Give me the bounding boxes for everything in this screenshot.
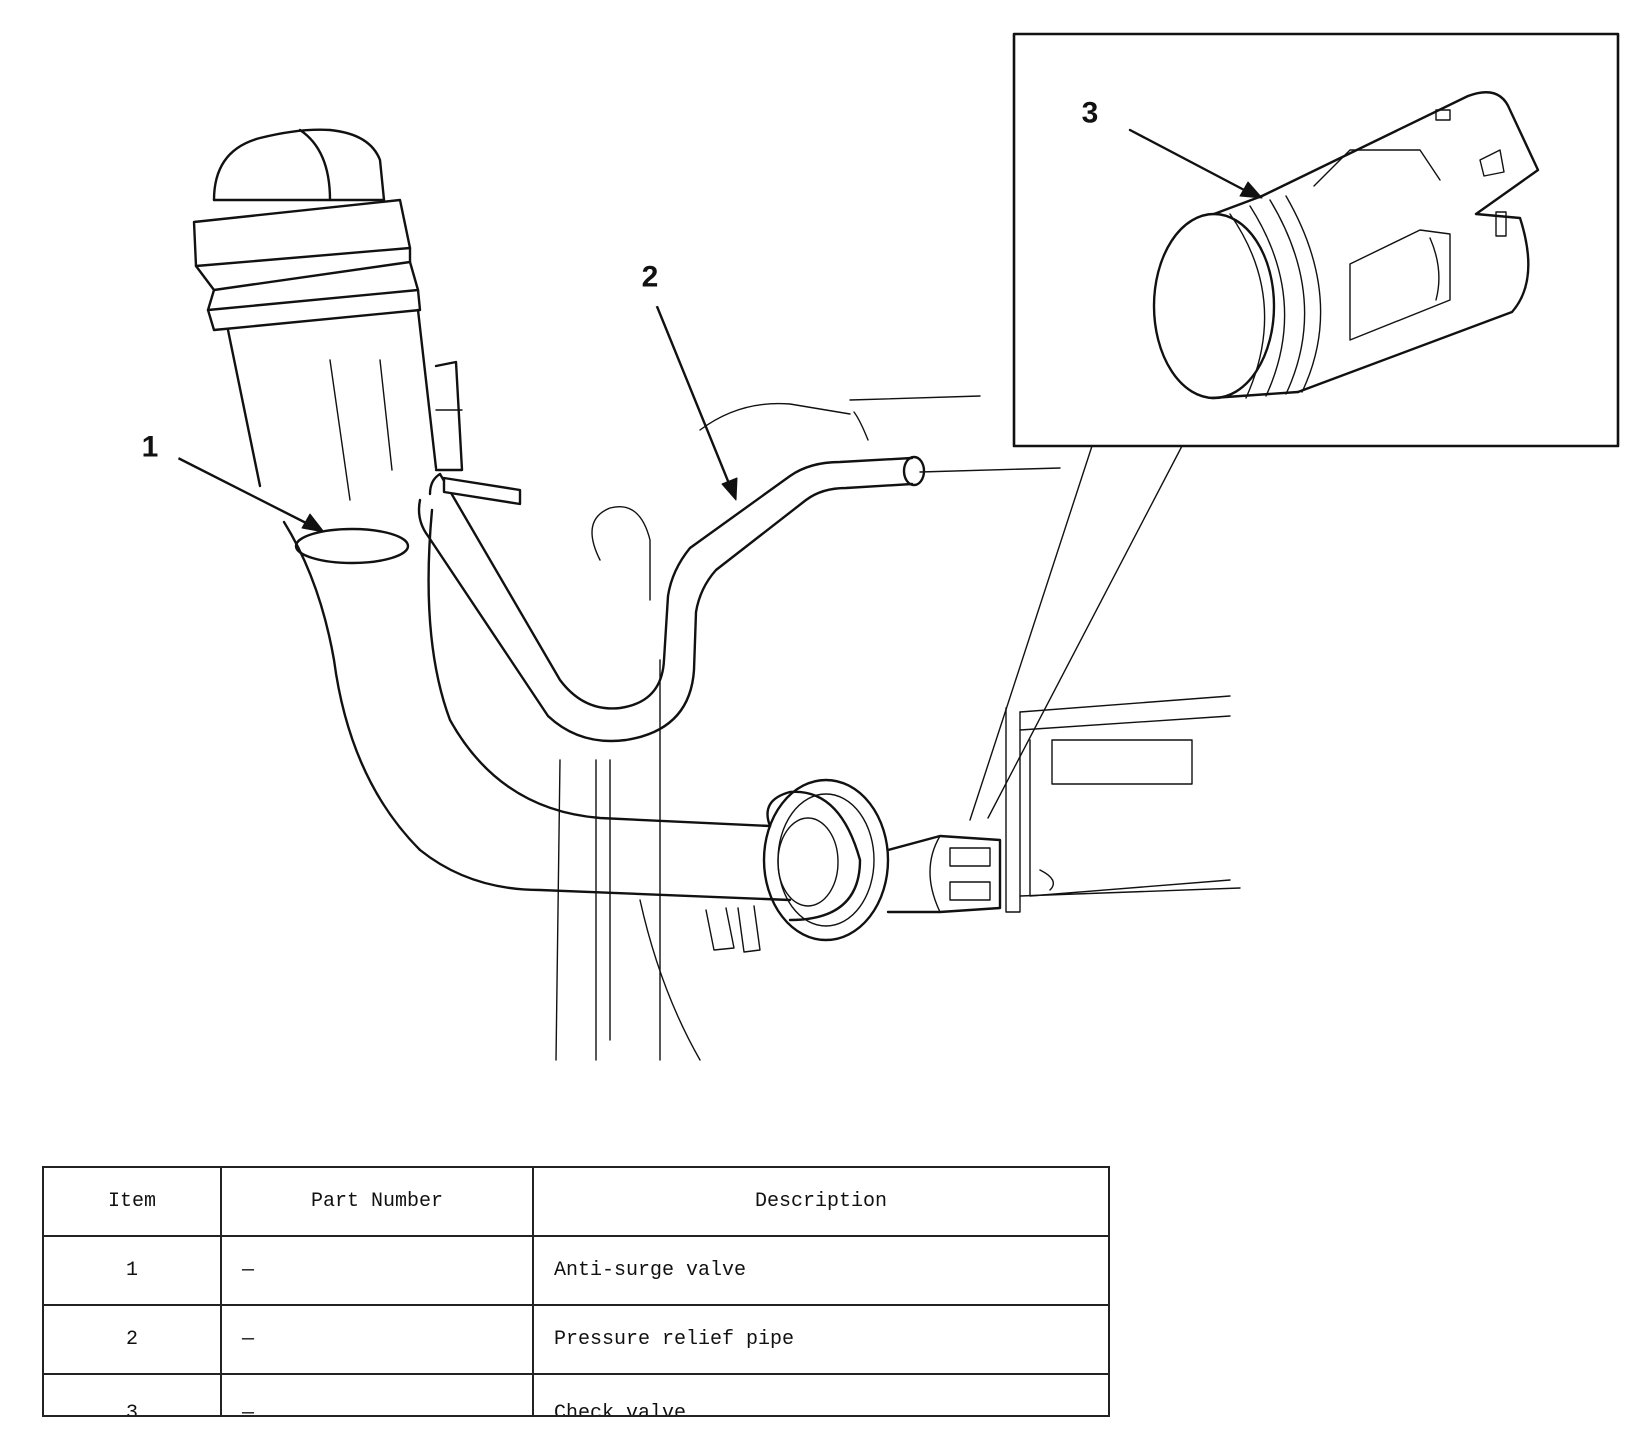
tank-bracket	[555, 395, 1061, 1061]
detail-inset	[969, 32, 1620, 821]
row-3-description-cell: Check valve	[532, 1373, 1110, 1417]
header-part-number: Part Number	[220, 1166, 534, 1237]
row-1-description: Anti-surge valve	[532, 1235, 1110, 1306]
table-row: 2 — Pressure relief pipe	[42, 1304, 1110, 1375]
callout-3-number: 3	[1082, 97, 1099, 130]
filler-cap	[192, 128, 422, 332]
row-1-item: 1	[42, 1235, 222, 1306]
header-item: Item	[42, 1166, 222, 1237]
row-3-item-cell: 3	[42, 1373, 222, 1417]
parts-table: Item Part Number Description 1 — Anti-su…	[42, 1166, 1110, 1417]
filler-pipe	[282, 508, 1002, 942]
row-2-part-number: —	[220, 1304, 534, 1375]
table-row: 3 — Check valve	[42, 1373, 1110, 1417]
callout-1: 1	[119, 415, 181, 477]
header-description: Description	[532, 1166, 1110, 1237]
row-2-item: 2	[42, 1304, 222, 1375]
row-3-item: 3	[125, 1402, 138, 1416]
row-3-description: Check valve	[554, 1402, 687, 1416]
table-row: 1 — Anti-surge valve	[42, 1235, 1110, 1306]
row-3-part-number: —	[242, 1402, 255, 1416]
anti-surge-valve	[294, 527, 410, 565]
row-3-part-number-cell: —	[220, 1373, 534, 1417]
table-header-row: Item Part Number Description	[42, 1166, 1110, 1237]
callout-3: 3	[1059, 81, 1121, 143]
leader-lines	[176, 128, 1263, 533]
pressure-relief-pipe	[417, 455, 926, 743]
tank-mount	[1005, 695, 1241, 913]
row-1-part-number: —	[220, 1235, 534, 1306]
callout-2: 2	[619, 245, 681, 307]
parts-diagram: 1 2 3	[119, 32, 1620, 1061]
filler-neck-tube	[226, 308, 464, 501]
check-valve	[1152, 91, 1540, 400]
callout-2-number: 2	[642, 261, 659, 294]
row-2-description: Pressure relief pipe	[532, 1304, 1110, 1375]
callout-1-number: 1	[142, 431, 159, 464]
